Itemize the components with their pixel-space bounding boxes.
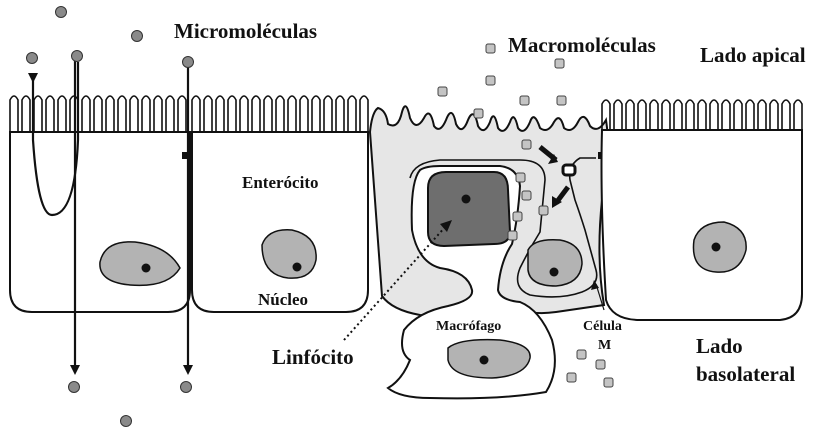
macromolecule (522, 191, 531, 200)
macromolecule (596, 360, 605, 369)
nucleolus-right (712, 243, 721, 252)
enterocyte-middle (188, 60, 368, 370)
label-micromolecules: Micromoléculas (174, 19, 317, 43)
macromolecule (474, 109, 483, 118)
macrophage-nucleus (448, 340, 530, 378)
macromolecule (539, 206, 548, 215)
micromolecule (72, 51, 83, 62)
label-basolateral-line1: Lado (696, 334, 743, 358)
label-macromolecules: Macromoléculas (508, 33, 656, 57)
macromolecule (486, 44, 495, 53)
microvilli-right (602, 100, 802, 130)
m-cell-region (344, 106, 608, 398)
macromolecule (557, 96, 566, 105)
label-macrophage: Macrófago (436, 319, 501, 334)
macromolecule (486, 76, 495, 85)
micromolecule (69, 382, 80, 393)
micromolecule (183, 57, 194, 68)
nucleus-middle (262, 230, 316, 278)
macrophage-nucleolus (480, 356, 489, 365)
micromolecule (27, 53, 38, 64)
label-m-cell-line2: M (598, 338, 611, 353)
m-cell-nucleus (528, 240, 582, 286)
label-nucleus: Núcleo (258, 290, 308, 309)
macromolecule (522, 140, 531, 149)
micromolecule (121, 416, 132, 427)
micromolecule (181, 382, 192, 393)
label-lymphocyte: Linfócito (272, 345, 354, 369)
m-cell-nucleolus (550, 268, 559, 277)
label-apical-side: Lado apical (700, 43, 806, 67)
lymphocyte-cell (428, 172, 510, 246)
lymphocyte-nucleolus (462, 195, 471, 204)
microvilli-middle (192, 96, 368, 132)
enterocyte-left (10, 60, 190, 370)
nucleolus-middle (293, 263, 302, 272)
endocytic-vesicle (563, 165, 575, 175)
macromolecule (567, 373, 576, 382)
enterocyte-right (602, 100, 803, 320)
label-m-cell-line1: Célula (583, 319, 622, 334)
nucleolus-left-1 (142, 264, 151, 273)
label-enterocyte: Enterócito (242, 173, 318, 192)
macromolecule (508, 231, 517, 240)
macromolecule (520, 96, 529, 105)
macromolecule (555, 59, 564, 68)
micromolecule (132, 31, 143, 42)
macromolecule (513, 212, 522, 221)
microvilli-left (10, 96, 186, 132)
macromolecule (516, 173, 525, 182)
macromolecule (577, 350, 586, 359)
macromolecule (604, 378, 613, 387)
macromolecule (438, 87, 447, 96)
label-basolateral-line2: basolateral (696, 362, 795, 386)
micromolecule (56, 7, 67, 18)
